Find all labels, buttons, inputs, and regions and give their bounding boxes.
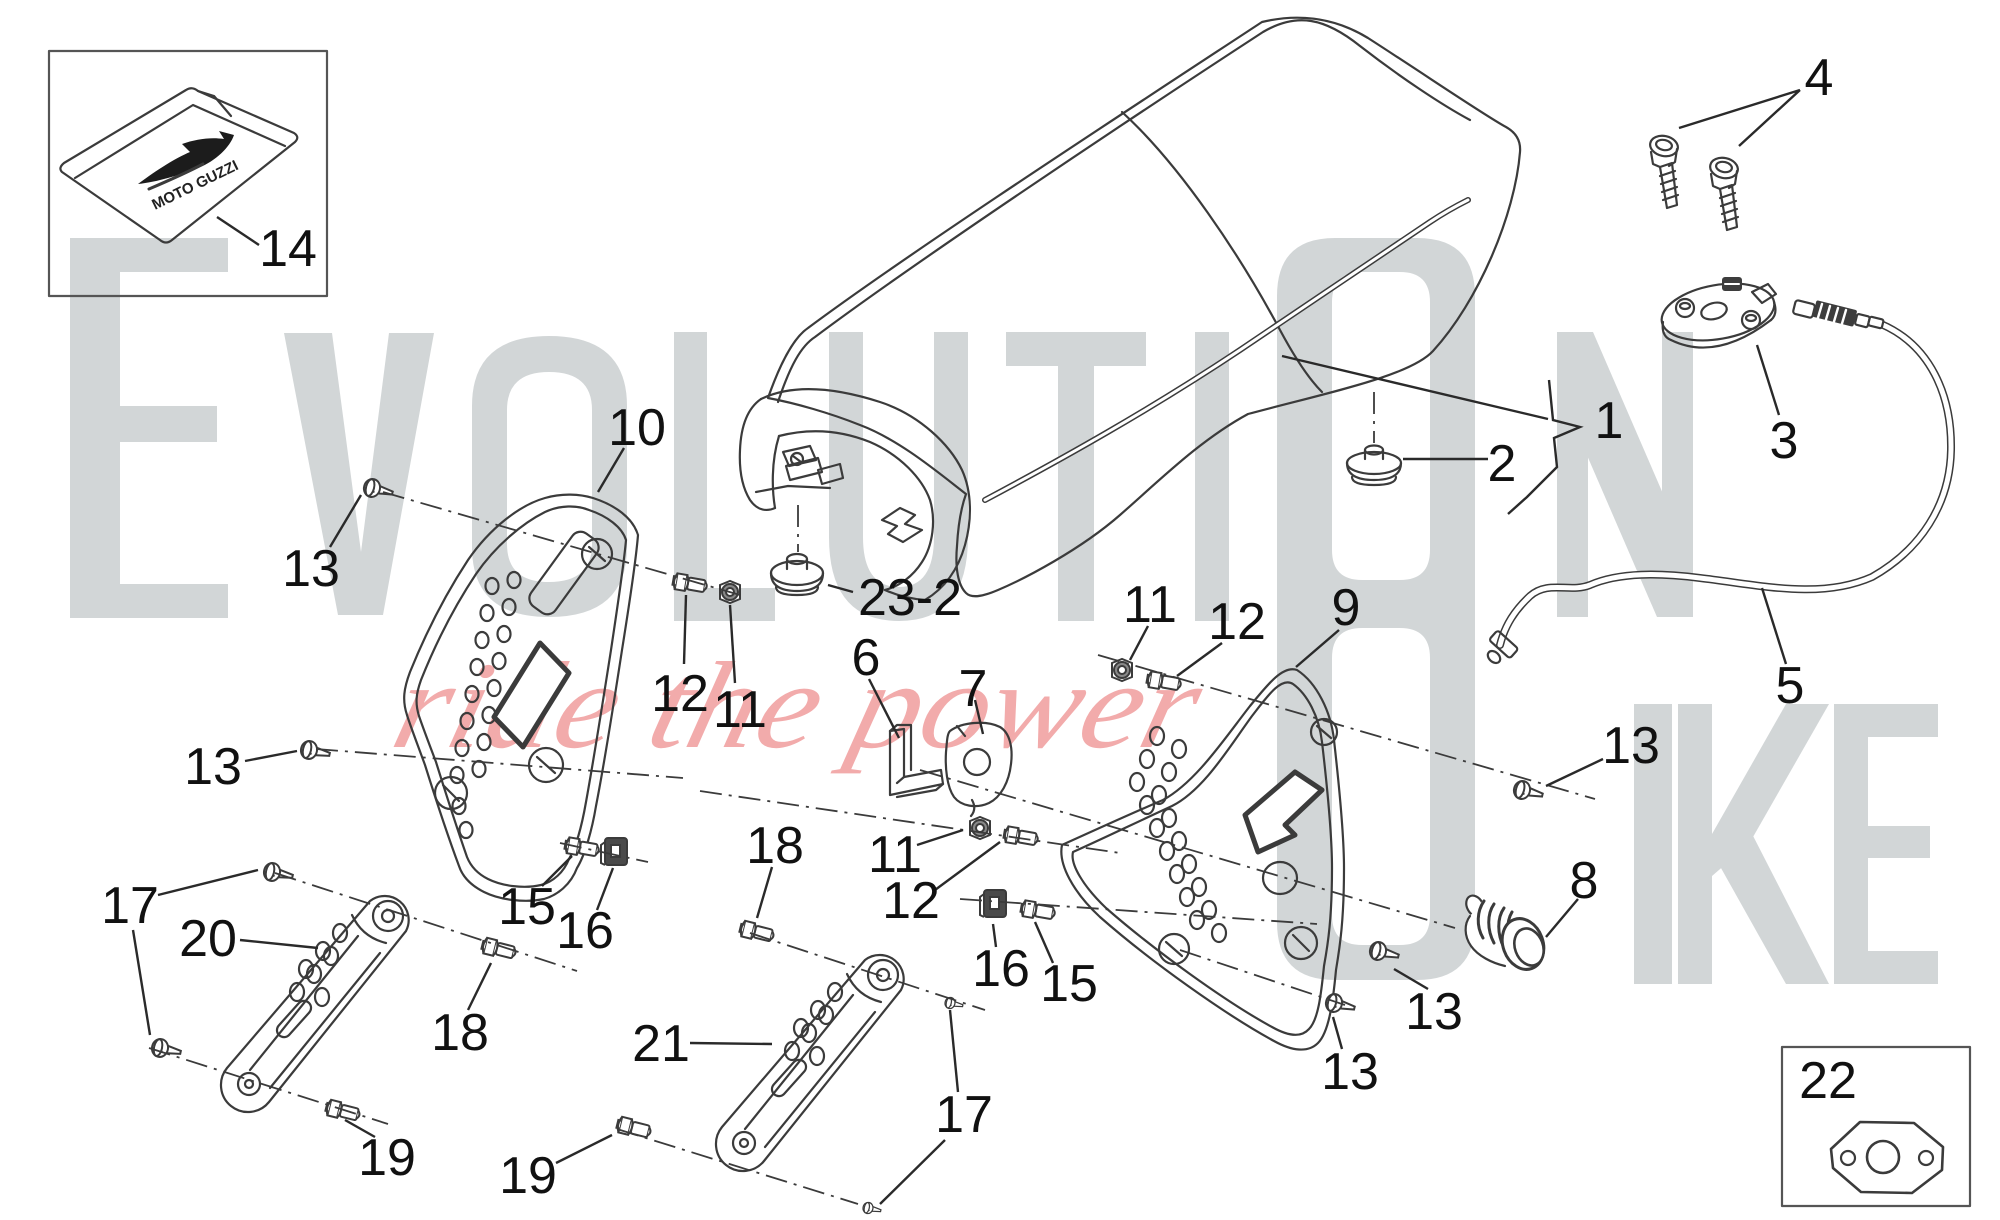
svg-text:19: 19 <box>358 1129 416 1187</box>
svg-text:11: 11 <box>868 826 922 884</box>
svg-text:16: 16 <box>972 940 1030 998</box>
svg-text:13: 13 <box>1405 983 1463 1041</box>
svg-text:11: 11 <box>1123 576 1177 634</box>
svg-text:12: 12 <box>651 665 709 723</box>
svg-text:17: 17 <box>101 877 159 935</box>
svg-text:6: 6 <box>852 629 881 687</box>
svg-text:18: 18 <box>746 817 804 875</box>
svg-text:1: 1 <box>1595 392 1624 450</box>
svg-text:18: 18 <box>431 1004 489 1062</box>
svg-text:3: 3 <box>1770 412 1799 470</box>
svg-text:7: 7 <box>959 660 988 718</box>
svg-text:19: 19 <box>499 1147 557 1205</box>
svg-text:9: 9 <box>1332 579 1361 637</box>
svg-text:5: 5 <box>1776 657 1805 715</box>
svg-text:10: 10 <box>608 399 666 457</box>
svg-text:4: 4 <box>1805 49 1834 107</box>
svg-text:2: 2 <box>1488 435 1517 493</box>
svg-text:11: 11 <box>713 681 767 739</box>
svg-text:13: 13 <box>184 738 242 796</box>
svg-text:13: 13 <box>1602 717 1660 775</box>
svg-text:12: 12 <box>882 872 940 930</box>
svg-text:17: 17 <box>935 1086 993 1144</box>
svg-text:21: 21 <box>632 1015 690 1073</box>
svg-text:12: 12 <box>1208 593 1266 651</box>
svg-text:14: 14 <box>259 220 317 278</box>
svg-text:23-2: 23-2 <box>858 569 962 627</box>
svg-text:20: 20 <box>179 910 237 968</box>
svg-text:15: 15 <box>498 878 556 936</box>
svg-text:22: 22 <box>1799 1052 1857 1110</box>
svg-text:16: 16 <box>556 902 614 960</box>
svg-text:13: 13 <box>1321 1043 1379 1101</box>
svg-text:15: 15 <box>1040 955 1098 1013</box>
svg-text:8: 8 <box>1570 852 1599 910</box>
svg-text:13: 13 <box>282 540 340 598</box>
